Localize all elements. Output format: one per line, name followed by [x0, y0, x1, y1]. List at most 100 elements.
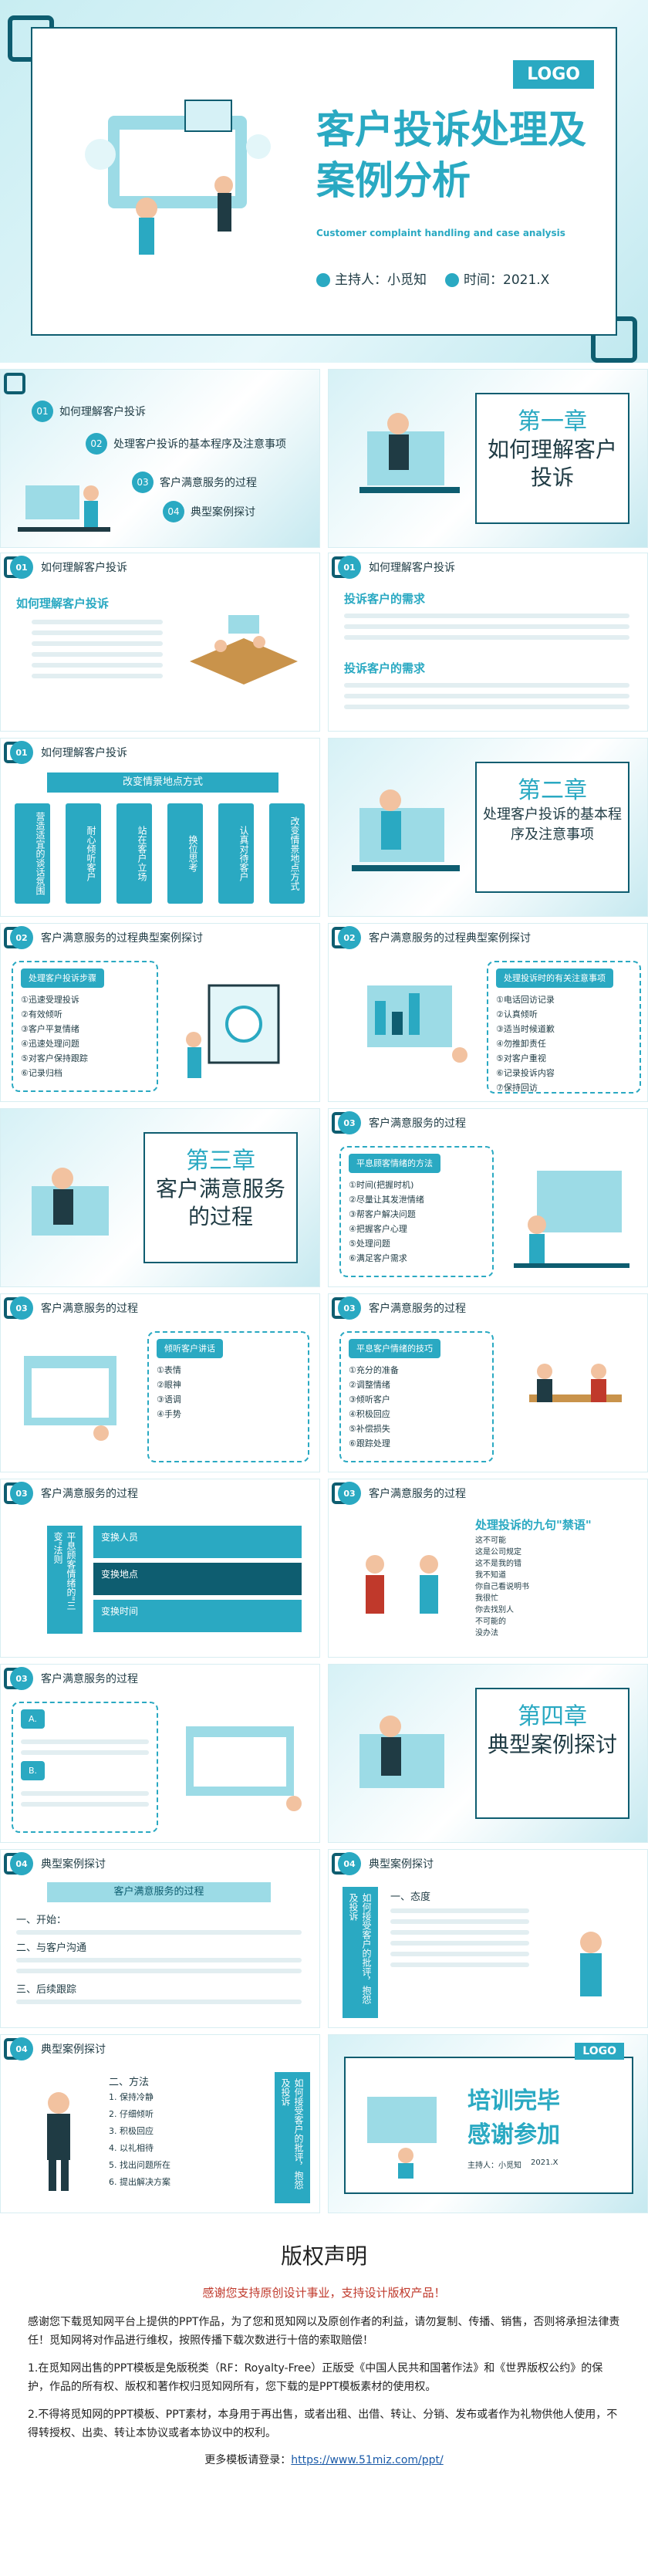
paragraph-heading: 三、后续跟踪: [16, 1984, 77, 1996]
side-label: 如何接受客户的批评，抱怨及投诉: [275, 2072, 310, 2203]
chapter-3-slide: 第三章 客户满意服务的过程: [0, 1108, 320, 1287]
step-card: 认真对待客户: [218, 803, 254, 904]
end-illustration: [367, 2097, 437, 2179]
chapter-card: 第一章 如何理解客户投诉: [475, 393, 629, 524]
chapter-1-slide: 第一章 如何理解客户投诉: [328, 369, 648, 548]
chapter-card: 第四章 典型案例探讨: [475, 1688, 629, 1819]
businessman-illustration: [47, 2092, 70, 2191]
chapter-card: 第三章 客户满意服务的过程: [143, 1132, 298, 1263]
text-placeholder: [16, 1993, 302, 2010]
chapter-number: 第二章: [518, 777, 587, 804]
logo: LOGO: [513, 60, 594, 89]
forbidden-list: 这不可能这是公司规定这不是我的错 我不知道你自己看说明书我很忙 你去找别人不可能…: [475, 1536, 529, 1638]
templates-link[interactable]: https://www.51miz.com/ppt/: [291, 2454, 444, 2466]
copyright-tagline: 感谢您支持原创设计事业，支持设计版权产品！: [202, 2286, 446, 2300]
chapter-4-slide: 第四章 典型案例探讨: [328, 1664, 648, 1843]
section-heading: 一、态度: [390, 1891, 431, 1903]
square-deco: [4, 373, 25, 394]
time: 时间：2021.X: [445, 269, 549, 288]
section-heading: 投诉客户的需求: [344, 592, 426, 606]
info-box: A. B.: [12, 1702, 158, 1833]
conversation-illustration: [366, 1555, 438, 1614]
pill-label: A.: [21, 1709, 45, 1729]
text-placeholder: [390, 1902, 529, 1973]
chapter-illustration: [352, 789, 460, 871]
rule-row: 变换地点: [93, 1563, 302, 1595]
step-card: 换位思考: [167, 803, 203, 904]
chapter-name: 客户满意服务的过程: [155, 1176, 285, 1229]
pill-label: 处理客户投诉步骤: [21, 969, 104, 988]
chapter-name: 处理客户投诉的基本程序及注意事项: [483, 806, 622, 843]
agenda-illustration: [18, 485, 110, 532]
copyright-paragraph: 感谢您下载觅知网平台上提供的PPT作品，为了您和觅知网以及原创作者的利益，请勿复…: [28, 2316, 620, 2347]
copyright-title: 版权声明: [280, 2243, 367, 2269]
copyright-paragraph: 1.在觅知网出售的PPT模板是免版税类（RF：Royalty-Free）正版受《…: [28, 2362, 603, 2393]
section-heading: 处理投诉的九句"禁语": [475, 1518, 592, 1532]
chapter-illustration: [32, 1168, 109, 1236]
pill-label: 处理投诉时的有关注意事项: [496, 969, 613, 988]
chapter-illustration: [359, 1716, 444, 1788]
text-placeholder: [16, 1952, 302, 1979]
chapter-2-slide: 第二章 处理客户投诉的基本程序及注意事项: [328, 738, 648, 917]
end-title: 培训完毕: [467, 2088, 560, 2115]
chapter-card: 第二章 处理客户投诉的基本程序及注意事项: [475, 762, 629, 893]
chapter-number: 第四章: [518, 1703, 587, 1730]
copyright-paragraph: 2.不得将觅知网的PPT模板、PPT素材，本身用于再出售，或者出租、出借、转让、…: [28, 2409, 618, 2439]
screen-illustration: [186, 1726, 302, 1811]
browser-illustration: [24, 1356, 116, 1441]
person-illustration: [580, 1932, 602, 1996]
side-label: 如何接受客户的批评，抱怨及投诉: [343, 1887, 378, 2018]
chapter-number: 第三章: [186, 1148, 255, 1175]
office-illustration: [190, 615, 298, 685]
meeting-illustration: [529, 1364, 622, 1402]
rule-row: 变换时间: [93, 1600, 302, 1632]
presenter: 主持人：小觅知: [316, 269, 427, 288]
copyright-section: 版权声明 感谢您支持原创设计事业，支持设计版权产品！ 感谢您下载觅知网平台上提供…: [0, 2224, 648, 2576]
pill-label: B.: [21, 1761, 46, 1780]
paragraph-heading: 一、开始：: [16, 1915, 67, 1926]
step-card: 营造适宜的谈话氛围: [15, 803, 50, 904]
text-placeholder: [16, 1924, 302, 1941]
banner: 客户满意服务的过程: [47, 1882, 271, 1902]
paragraph-heading: 二、与客户沟通: [16, 1942, 87, 1954]
rule-row: 变换人员: [93, 1526, 302, 1558]
chapter-illustration: [359, 413, 460, 493]
analytics-illustration: [367, 985, 467, 1063]
person-icon: [316, 273, 330, 287]
text-placeholder: [344, 607, 629, 646]
hero-illustration: [85, 100, 271, 255]
pill-label: 平息客户情绪的技巧: [349, 1339, 440, 1358]
hero-title: 客户投诉处理及案例分析: [316, 107, 586, 203]
hero-subtitle: Customer complaint handling and case ana…: [316, 228, 565, 238]
